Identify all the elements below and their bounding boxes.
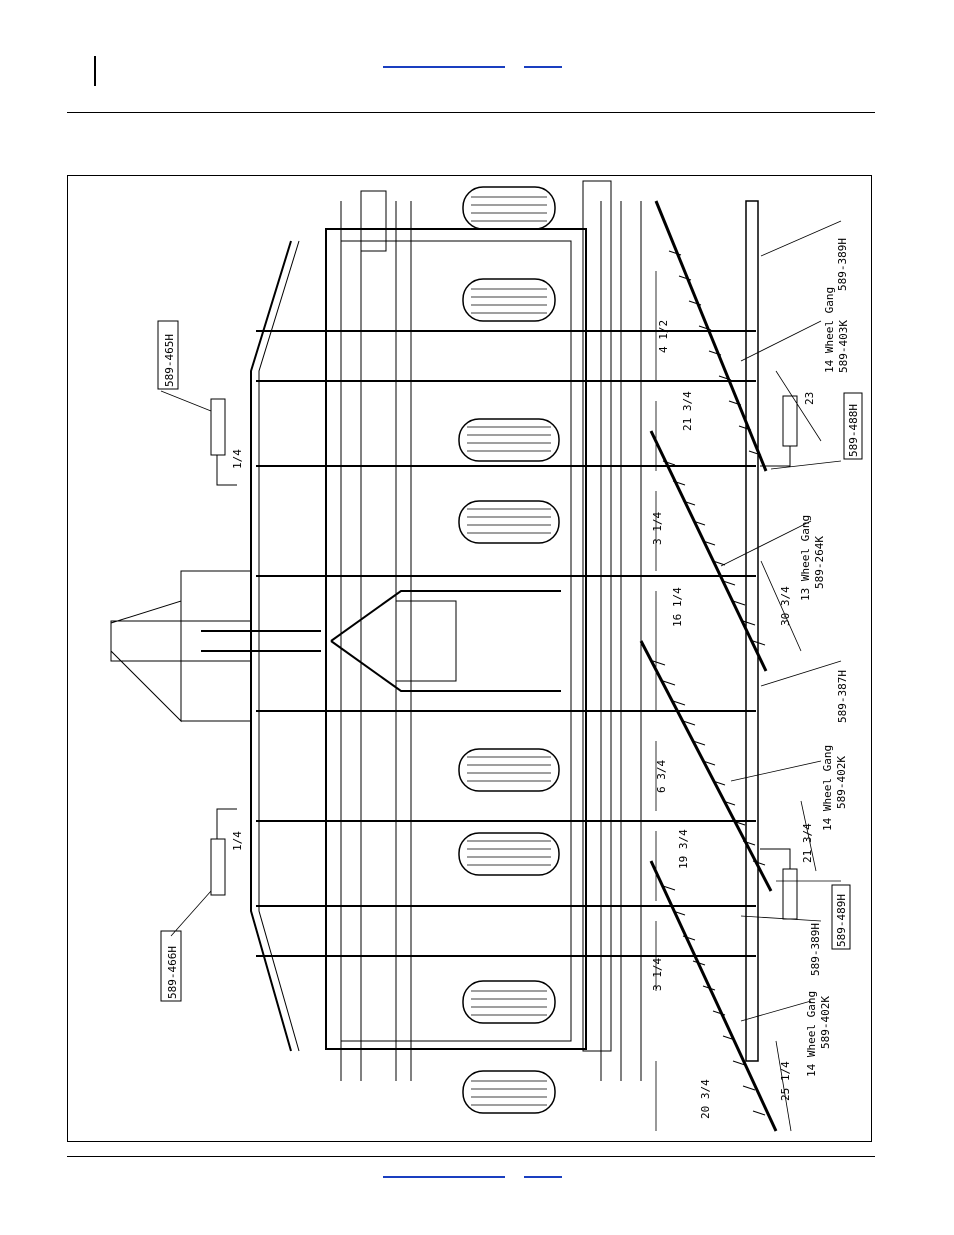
gang-label-1: 14 Wheel Gang xyxy=(823,287,836,373)
part-label-488H: 589-488H xyxy=(847,404,860,457)
part-label-389H-bot: 589-389H xyxy=(809,923,822,976)
part-label-403K: 589-403K xyxy=(837,320,850,373)
part-label-489H: 589-489H xyxy=(835,894,848,947)
header-link-2[interactable] xyxy=(524,66,562,68)
footer-rule xyxy=(67,1156,875,1157)
dim-4-1-2: 4 1/2 xyxy=(657,320,670,353)
gang-label-4: 14 Wheel Gang xyxy=(805,991,818,1077)
part-label-402K-bot: 589-402K xyxy=(819,996,832,1049)
dim-16-1-4: 16 1/4 xyxy=(671,587,684,627)
part-label-402K-mid: 589-402K xyxy=(835,756,848,809)
part-label-264K: 589-264K xyxy=(813,536,826,589)
dim-21-3-4-a: 21 3/4 xyxy=(681,391,694,431)
dim-6-3-4: 6 3/4 xyxy=(655,760,668,793)
dim-1-4-bot: 1/4 xyxy=(231,831,244,851)
gang-label-3: 14 Wheel Gang xyxy=(821,745,834,831)
figure-frame: 589-465H 589-466H 589-389H 14 Wheel Gang… xyxy=(67,175,872,1142)
part-label-387H: 589-387H xyxy=(836,670,849,723)
footer-link-1[interactable] xyxy=(383,1176,505,1178)
dim-23: 23 xyxy=(803,392,816,405)
dim-20-3-4: 20 3/4 xyxy=(699,1079,712,1119)
header-link-1[interactable] xyxy=(383,66,505,68)
dim-25-1-4: 25 1/4 xyxy=(779,1061,792,1101)
footer-link-2[interactable] xyxy=(524,1176,562,1178)
header-margin-bar xyxy=(94,56,96,86)
part-label-465H: 589-465H xyxy=(163,334,176,387)
gang-label-2: 13 Wheel Gang xyxy=(799,515,812,601)
dim-3-1-4-b: 3 1/4 xyxy=(651,958,664,991)
dim-3-1-4-a: 3 1/4 xyxy=(651,512,664,545)
part-label-466H: 589-466H xyxy=(166,946,179,999)
dim-1-4-top: 1/4 xyxy=(231,449,244,469)
dim-19-3-4: 19 3/4 xyxy=(677,829,690,869)
dim-21-3-4-b: 21 3/4 xyxy=(801,823,814,863)
machine-drawing: 589-465H 589-466H 589-389H 14 Wheel Gang… xyxy=(68,176,873,1143)
part-label-389H-top: 589-389H xyxy=(836,238,849,291)
header-rule xyxy=(67,112,875,113)
dim-30-3-4: 30 3/4 xyxy=(779,586,792,626)
